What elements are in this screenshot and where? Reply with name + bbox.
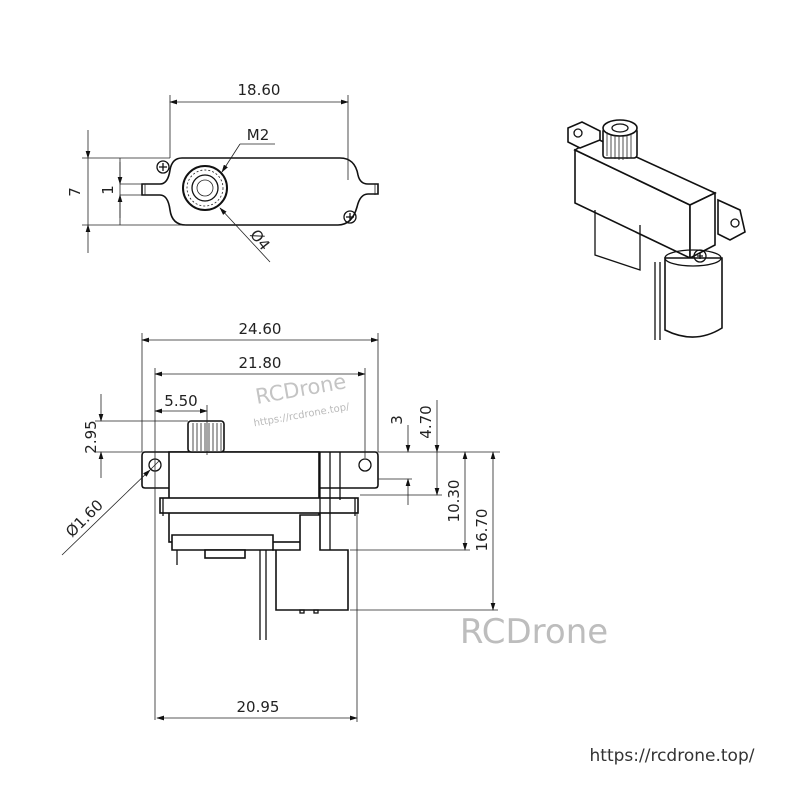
dim-shaft-diameter: Ø4 (246, 226, 273, 254)
dim-top-height: 7 (66, 187, 84, 197)
dim-flange-thickness: 4.70 (417, 405, 435, 438)
dim-overall-width: 24.60 (239, 320, 282, 338)
dim-upper-body: 10.30 (445, 480, 463, 523)
isometric-view (567, 119, 746, 340)
dim-shaft-offset: 5.50 (164, 392, 197, 410)
dim-flange: 3 (388, 415, 406, 425)
watermark-brand-large: RCDrone (460, 612, 608, 652)
top-view: 18.60 7 1 M2 Ø4 (66, 81, 379, 263)
spline-gear (187, 420, 225, 453)
dim-spline-height: 2.95 (82, 420, 100, 453)
top-view-body (141, 157, 379, 226)
screw-icon (156, 160, 170, 174)
dim-body-width: 20.95 (237, 698, 280, 716)
dim-tab-thickness: 1 (99, 185, 117, 195)
dim-total-body: 16.70 (473, 509, 491, 552)
screw-icon (343, 210, 357, 224)
iso-spline-gear (602, 119, 638, 160)
output-gear (182, 165, 228, 211)
dim-top-width: 18.60 (238, 81, 281, 99)
footer-url: https://rcdrone.top/ (590, 746, 755, 766)
watermark-brand-small: RCDrone (254, 369, 348, 409)
dim-hole-spacing: 21.80 (239, 354, 282, 372)
thread-label: M2 (247, 126, 270, 144)
